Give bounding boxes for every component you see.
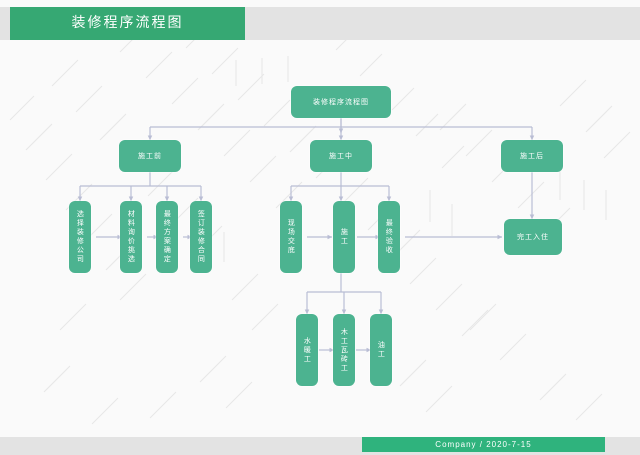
- node-construction[interactable]: 施工: [333, 201, 355, 273]
- node-painter[interactable]: 油工: [370, 314, 392, 386]
- node-carpenter-tiler-label: 木工瓦砖工: [340, 327, 349, 373]
- node-choose-company-label: 选择装修公司: [76, 210, 85, 264]
- node-sign-contract-label: 签订装修合同: [197, 210, 206, 264]
- node-during-construction[interactable]: 施工中: [310, 140, 372, 172]
- node-carpenter-tiler[interactable]: 木工瓦砖工: [333, 314, 355, 386]
- footer-caption: Company / 2020-7-15: [435, 440, 532, 449]
- node-post-construction[interactable]: 施工后: [501, 140, 563, 172]
- footer-green-band: [362, 437, 605, 452]
- node-choose-company[interactable]: 选择装修公司: [69, 201, 91, 273]
- page-title: 装修程序流程图: [71, 16, 184, 31]
- node-site-briefing-label: 现场交底: [287, 219, 296, 255]
- node-plumber-label: 水暖工: [303, 336, 312, 364]
- node-material-quote[interactable]: 材料询价挑选: [120, 201, 142, 273]
- node-plumber[interactable]: 水暖工: [296, 314, 318, 386]
- node-site-briefing[interactable]: 现场交底: [280, 201, 302, 273]
- node-final-plan[interactable]: 最终方案确定: [156, 201, 178, 273]
- node-root[interactable]: 装修程序流程图: [291, 86, 391, 118]
- node-move-in[interactable]: 完工入住: [504, 219, 562, 255]
- node-post-construction-label: 施工后: [520, 151, 544, 160]
- node-material-quote-label: 材料询价挑选: [127, 210, 136, 264]
- node-sign-contract[interactable]: 签订装修合同: [190, 201, 212, 273]
- node-during-construction-label: 施工中: [329, 151, 353, 160]
- node-pre-construction[interactable]: 施工前: [119, 140, 181, 172]
- node-move-in-label: 完工入住: [517, 232, 549, 241]
- node-construction-label: 施工: [340, 228, 349, 246]
- node-pre-construction-label: 施工前: [138, 151, 162, 160]
- node-final-acceptance-label: 最终验收: [385, 219, 394, 255]
- node-final-acceptance[interactable]: 最终验收: [378, 201, 400, 273]
- node-final-plan-label: 最终方案确定: [163, 210, 172, 264]
- node-root-label: 装修程序流程图: [313, 97, 369, 106]
- node-painter-label: 油工: [377, 341, 386, 359]
